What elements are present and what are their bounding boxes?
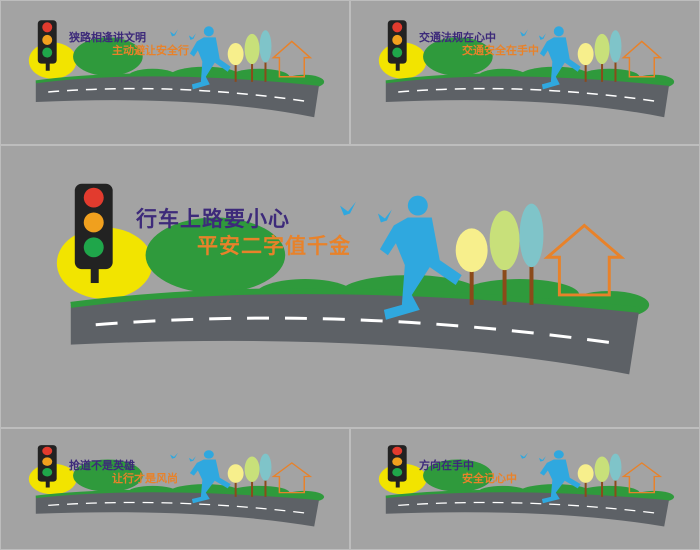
traffic-scene-illustration — [27, 18, 326, 119]
scene-card-main: 行车上路要小心 平安二字值千金 — [0, 145, 700, 428]
traffic-scene-illustration — [27, 443, 326, 529]
slogan-line-2: 主动避让安全行 — [112, 44, 189, 57]
slogan-line-2: 安全记心中 — [462, 472, 517, 485]
slogan-line-2: 让行才是风尚 — [112, 472, 178, 485]
slogan-line-1: 方向在手中 — [419, 459, 474, 472]
scene-card-bottom-right: 方向在手中 安全记心中 — [350, 428, 700, 550]
scene-card-top-right: 交通法规在心中 交通安全在手中 — [350, 0, 700, 145]
traffic-scene-illustration — [377, 443, 676, 529]
slogan-line-1: 行车上路要小心 — [136, 207, 290, 231]
slogan-line-1: 交通法规在心中 — [419, 31, 496, 44]
traffic-scene-illustration — [1, 146, 699, 427]
slogan-line-2: 平安二字值千金 — [197, 234, 351, 258]
scene-card-top-left: 狭路相逢讲文明 主动避让安全行 — [0, 0, 350, 145]
scene-card-bottom-left: 抢道不是英雄 让行才是风尚 — [0, 428, 350, 550]
slogan-line-1: 抢道不是英雄 — [69, 459, 135, 472]
slogan-line-2: 交通安全在手中 — [462, 44, 539, 57]
slogan-line-1: 狭路相逢讲文明 — [69, 31, 146, 44]
traffic-scene-illustration — [377, 18, 676, 119]
